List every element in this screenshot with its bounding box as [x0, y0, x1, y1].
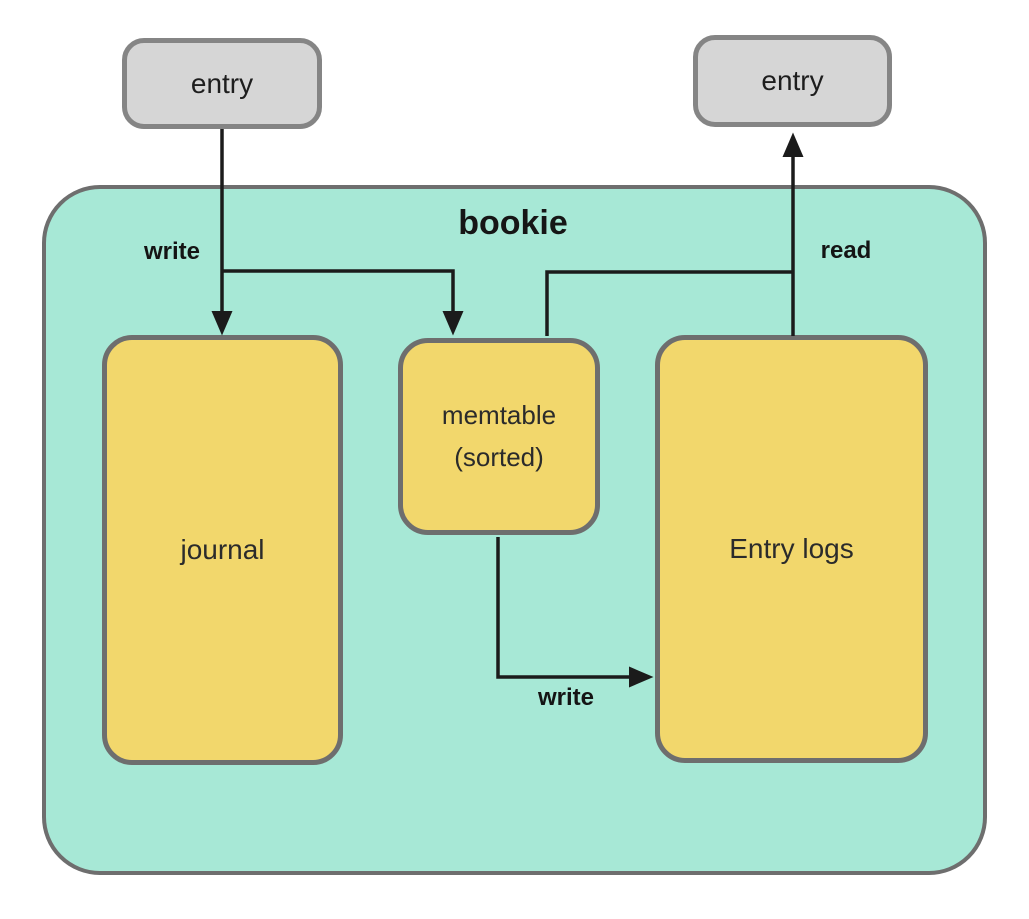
edge-label-write-flush: write [537, 684, 594, 711]
node-entry-logs: Entry logs [655, 335, 928, 763]
node-memtable-label-line1: memtable [441, 399, 557, 430]
node-memtable-label-line2: (sorted) [454, 441, 544, 472]
node-entry-incoming-label: entry [190, 67, 254, 99]
node-journal: journal [102, 335, 343, 765]
bookie-title: bookie [458, 203, 568, 242]
edge-label-read-out: read [820, 237, 872, 264]
edge-label-write-in: write [143, 238, 200, 265]
node-memtable: memtable (sorted) [398, 338, 600, 535]
node-entry-outgoing: entry [693, 35, 892, 127]
node-entry-outgoing-label: entry [761, 65, 824, 96]
node-journal-label: journal [180, 533, 265, 565]
node-entry-incoming: entry [122, 38, 322, 129]
node-entry-logs-label: Entry logs [729, 532, 854, 564]
